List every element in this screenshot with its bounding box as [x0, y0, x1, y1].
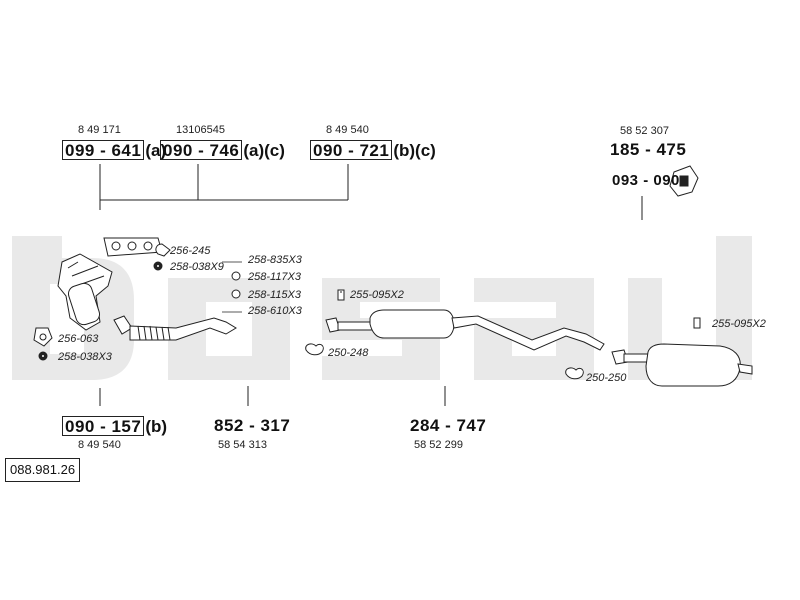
label-256-063: 256-063 [58, 333, 99, 345]
code-58-52-299: 58 52 299 [414, 439, 463, 451]
middle-silencer-pipe [325, 309, 605, 351]
part-suffix: (b) [145, 417, 168, 436]
manifold-catalyst [57, 237, 163, 331]
label-255-095x2-rear: 255-095X2 [712, 318, 766, 330]
label-258-038x9: 258-038X9 [170, 261, 224, 273]
label-258-117x3: 258-117X3 [248, 271, 302, 283]
part-090-746[interactable]: 090 - 746(a)(c) [160, 140, 285, 160]
label-250-248: 250-248 [328, 347, 369, 359]
small-part-pointers [222, 261, 242, 313]
label-250-250: 250-250 [586, 372, 627, 384]
code-58-54-313: 58 54 313 [218, 439, 267, 451]
part-284-747[interactable]: 284 - 747 [410, 416, 487, 435]
label-258-835x3: 258-835X3 [248, 254, 302, 266]
rear-silencer [611, 343, 753, 387]
code-8-49-171: 8 49 171 [78, 124, 121, 136]
part-852-317[interactable]: 852 - 317 [214, 416, 291, 435]
part-090-721[interactable]: 090 - 721(b)(c) [310, 140, 436, 160]
part-number: 090 - 157 [62, 416, 145, 436]
code-8-49-540-bottom: 8 49 540 [78, 439, 121, 451]
part-number: 090 - 746 [160, 140, 243, 160]
front-pipe [113, 315, 237, 341]
top-callout-lines [99, 164, 643, 406]
rubber-mount-185-475 [669, 165, 699, 197]
part-suffix: (a)(c) [243, 141, 285, 160]
gaskets-nuts [33, 243, 241, 361]
part-093-090[interactable]: 093 - 090 [612, 172, 680, 189]
part-suffix: (b)(c) [393, 141, 436, 160]
clips-clamps [305, 289, 701, 380]
code-13106545: 13106545 [176, 124, 225, 136]
label-255-095x2-mid: 255-095X2 [350, 289, 404, 301]
label-256-245: 256-245 [170, 245, 211, 257]
reference-number-box: 088.981.26 [5, 458, 81, 482]
part-number: 099 - 641 [62, 140, 145, 160]
part-number: 090 - 721 [310, 140, 393, 160]
code-58-52-307: 58 52 307 [620, 125, 669, 137]
label-258-610x3: 258-610X3 [248, 305, 302, 317]
code-8-49-540-top: 8 49 540 [326, 124, 369, 136]
label-258-115x3: 258-115X3 [248, 289, 302, 301]
label-258-038x3: 258-038X3 [58, 351, 112, 363]
part-099-641[interactable]: 099 - 641(a) [62, 140, 166, 160]
part-185-475[interactable]: 185 - 475 [610, 140, 687, 159]
part-090-157[interactable]: 090 - 157(b) [62, 416, 167, 436]
